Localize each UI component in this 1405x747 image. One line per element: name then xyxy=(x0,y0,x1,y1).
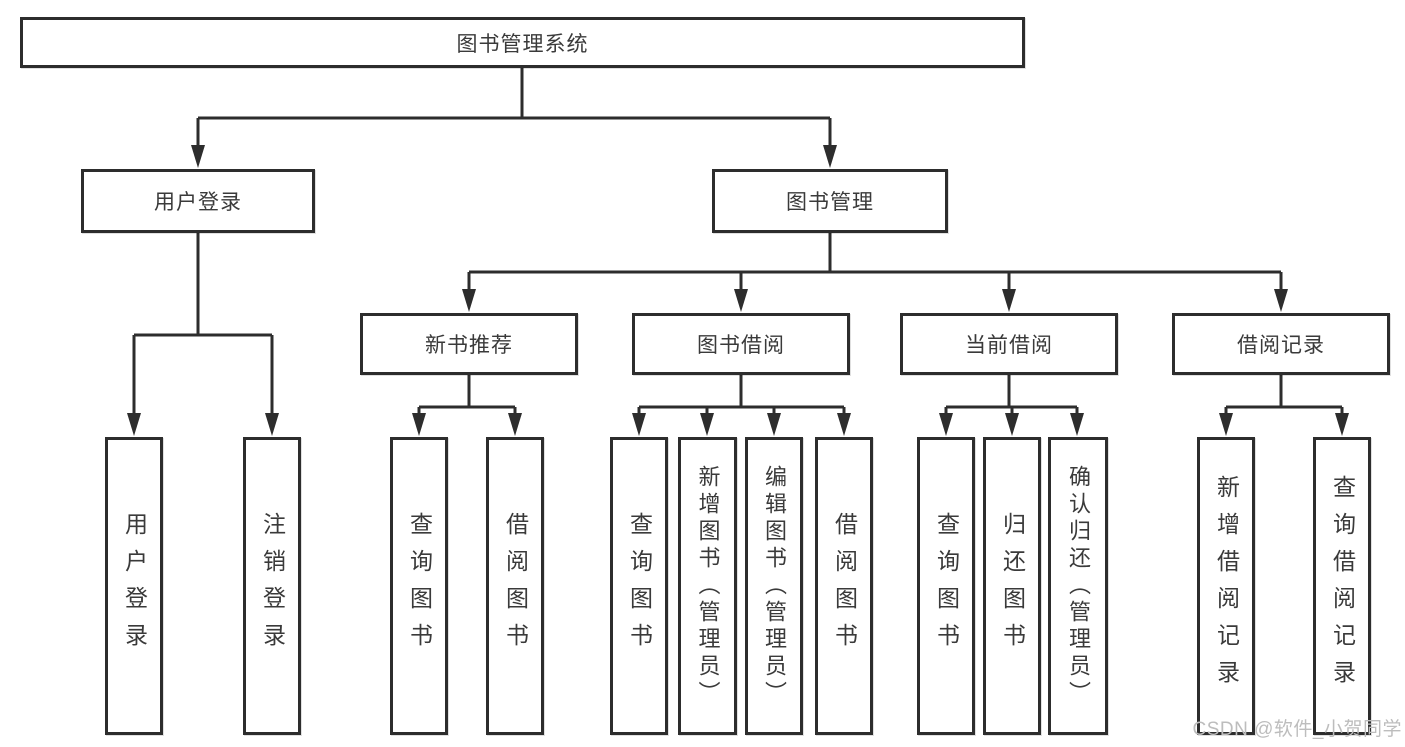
node-current-borrow: 当前借阅 xyxy=(900,313,1118,375)
leaf-edit-books-admin-label: 编辑图书（管理员） xyxy=(762,464,787,708)
leaf-confirm-return-admin: 确认归还（管理员） xyxy=(1048,437,1108,735)
arrowheads xyxy=(127,145,1349,436)
leaf-confirm-return-admin-label: 确认归还（管理员） xyxy=(1066,464,1091,708)
leaf-query-books-borrow: 查询图书 xyxy=(610,437,668,735)
node-book-management: 图书管理 xyxy=(712,169,948,233)
node-borrow-records: 借阅记录 xyxy=(1172,313,1390,375)
leaf-logout: 注销登录 xyxy=(243,437,301,735)
leaf-add-borrow-record-label: 新增借阅记录 xyxy=(1213,475,1240,697)
leaf-query-books-borrow-label: 查询图书 xyxy=(626,512,653,660)
leaf-edit-books-admin: 编辑图书（管理员） xyxy=(745,437,803,735)
leaf-borrow-books-label: 借阅图书 xyxy=(831,512,858,660)
leaf-return-books: 归还图书 xyxy=(983,437,1041,735)
leaf-query-books-recommend: 查询图书 xyxy=(390,437,448,735)
node-library-management-system: 图书管理系统 xyxy=(20,17,1025,68)
leaf-user-login: 用户登录 xyxy=(105,437,163,735)
leaf-borrow-books-recommend: 借阅图书 xyxy=(486,437,544,735)
leaf-logout-label: 注销登录 xyxy=(259,512,286,660)
node-new-book-recommend: 新书推荐 xyxy=(360,313,578,375)
leaf-add-borrow-record: 新增借阅记录 xyxy=(1197,437,1255,735)
leaf-query-books-current-label: 查询图书 xyxy=(933,512,960,660)
leaf-query-books-recommend-label: 查询图书 xyxy=(406,512,433,660)
leaf-user-login-label: 用户登录 xyxy=(121,512,148,660)
leaf-return-books-label: 归还图书 xyxy=(999,512,1026,660)
leaf-borrow-books: 借阅图书 xyxy=(815,437,873,735)
leaf-query-books-current: 查询图书 xyxy=(917,437,975,735)
node-user-login: 用户登录 xyxy=(81,169,315,233)
leaf-query-borrow-record: 查询借阅记录 xyxy=(1313,437,1371,735)
leaf-query-borrow-record-label: 查询借阅记录 xyxy=(1329,475,1356,697)
leaf-add-books-admin: 新增图书（管理员） xyxy=(678,437,737,735)
leaf-add-books-admin-label: 新增图书（管理员） xyxy=(695,464,721,708)
node-book-borrow: 图书借阅 xyxy=(632,313,850,375)
leaf-borrow-books-recommend-label: 借阅图书 xyxy=(502,512,529,660)
csdn-watermark: CSDN @软件_小贺同学 xyxy=(1192,719,1402,740)
